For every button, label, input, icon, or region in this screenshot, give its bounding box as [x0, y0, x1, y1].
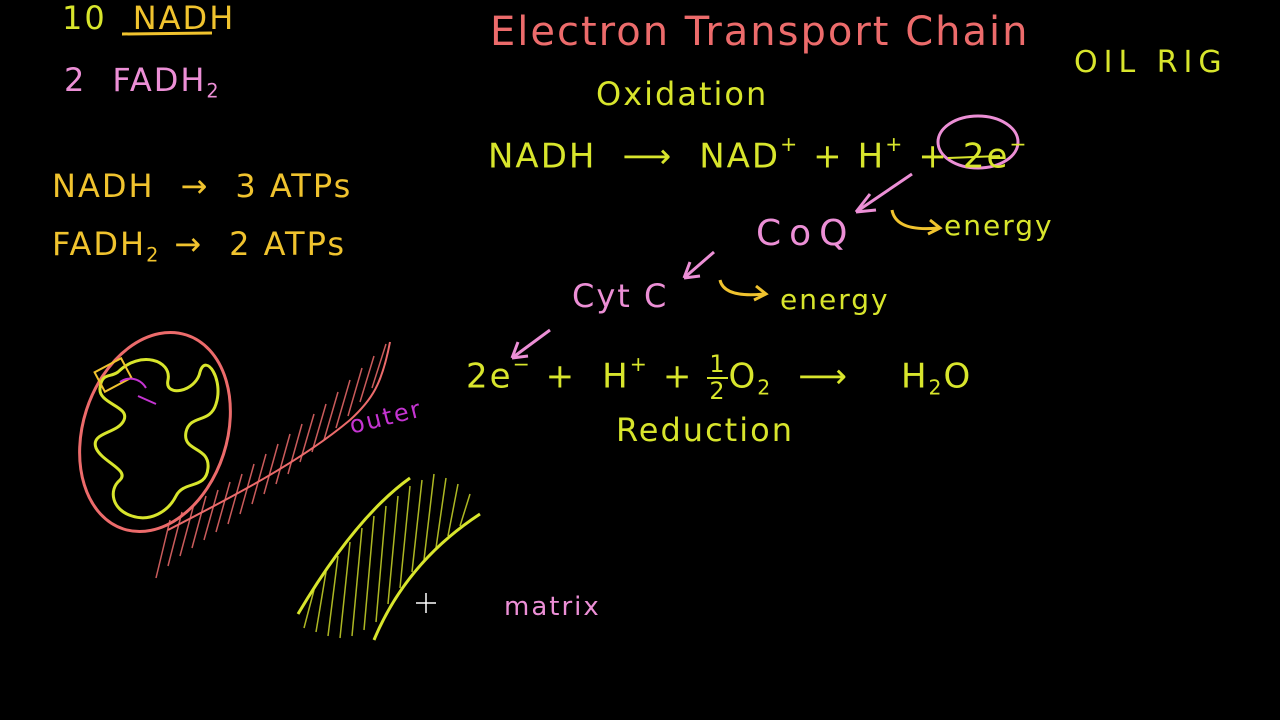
fadh2-count: 2	[64, 61, 87, 99]
water-h: H	[900, 356, 929, 397]
zoom-detail	[119, 377, 157, 405]
fraction-denominator: 2	[709, 376, 727, 405]
matrix-label: matrix	[504, 592, 601, 622]
inner-membrane-hatching	[303, 473, 471, 639]
fadh2-yield-label: FADH	[52, 225, 147, 263]
outer-membrane-hatching	[155, 343, 387, 579]
nadh-count: 10	[62, 0, 107, 37]
plus-sign: +	[813, 136, 844, 177]
arrow-icon	[890, 209, 943, 236]
electrons-underline	[947, 155, 1001, 159]
arrow-icon: ⟶	[622, 136, 674, 177]
page-title: Electron Transport Chain	[490, 9, 1030, 55]
fadh2-count-label: FADH	[112, 61, 207, 99]
electrons-charge: −	[1009, 132, 1029, 156]
zoom-box	[93, 356, 133, 394]
electrons: 2e	[466, 356, 513, 397]
plus-sign: +	[662, 356, 694, 397]
nadh-atp-yield: NADH → 3 ATPs	[52, 170, 352, 202]
nadh-count-line: 10 NADH	[62, 2, 235, 34]
fadh2-atp-yield: FADH2 → 2 ATPs	[52, 228, 346, 265]
nad-plus: NAD	[699, 136, 781, 177]
electrons-circle	[936, 114, 1020, 170]
reduction-label: Reduction	[616, 411, 794, 449]
arrow-icon: →	[174, 225, 204, 263]
nadh-underline	[121, 31, 213, 36]
fadh2-yield-value: 2 ATPs	[229, 225, 346, 263]
oxidation-equation: NADH⟶NAD++H++2e−	[488, 132, 1029, 177]
mitochondrion-outer-membrane	[78, 330, 232, 534]
zoomed-inner-membrane-inner-line	[372, 512, 481, 641]
arrow-icon: →	[180, 167, 210, 205]
nadh-yield-label: NADH	[52, 167, 155, 205]
nad-charge: +	[780, 132, 800, 156]
arrow-icon	[718, 279, 769, 302]
fadh2-yield-subscript: 2	[146, 243, 161, 267]
plus-sign: +	[545, 356, 577, 397]
electrons: 2e	[962, 136, 1010, 177]
electrons-charge: −	[512, 352, 532, 377]
cytc-energy-label: energy	[780, 283, 890, 316]
hydrogen-ion: H	[602, 356, 630, 397]
oxidation-reactant: NADH	[488, 136, 597, 177]
coq-energy-label: energy	[944, 209, 1054, 242]
nadh-yield-value: 3 ATPs	[235, 167, 353, 205]
arrow-icon	[854, 172, 913, 214]
zoomed-outer-membrane	[167, 341, 391, 531]
fraction-numerator: 1	[707, 350, 729, 379]
oil-rig-mnemonic: OIL RIG	[1074, 45, 1228, 80]
mitochondrion-cristae	[93, 358, 220, 520]
crosshair-cursor-icon	[416, 593, 436, 613]
oxidation-label: Oxidation	[596, 75, 769, 113]
plus-sign: +	[918, 136, 949, 177]
hydrogen-ion: H	[857, 136, 886, 177]
cytc-carrier: Cyt C	[572, 277, 669, 315]
water-subscript: 2	[928, 375, 944, 400]
oxygen-subscript: 2	[757, 375, 773, 400]
arrow-icon	[682, 250, 715, 280]
hydrogen-charge: +	[885, 132, 905, 156]
arrow-icon: ⟶	[798, 356, 849, 397]
oxygen: O	[728, 356, 758, 397]
fadh2-count-subscript: 2	[206, 79, 221, 103]
zoomed-inner-membrane-outer-line	[296, 476, 411, 615]
arrow-icon	[510, 328, 551, 360]
water-o: O	[943, 356, 973, 397]
nadh-count-label: NADH	[132, 0, 236, 37]
coq-carrier: CoQ	[756, 213, 856, 254]
hydrogen-charge: +	[629, 352, 649, 377]
